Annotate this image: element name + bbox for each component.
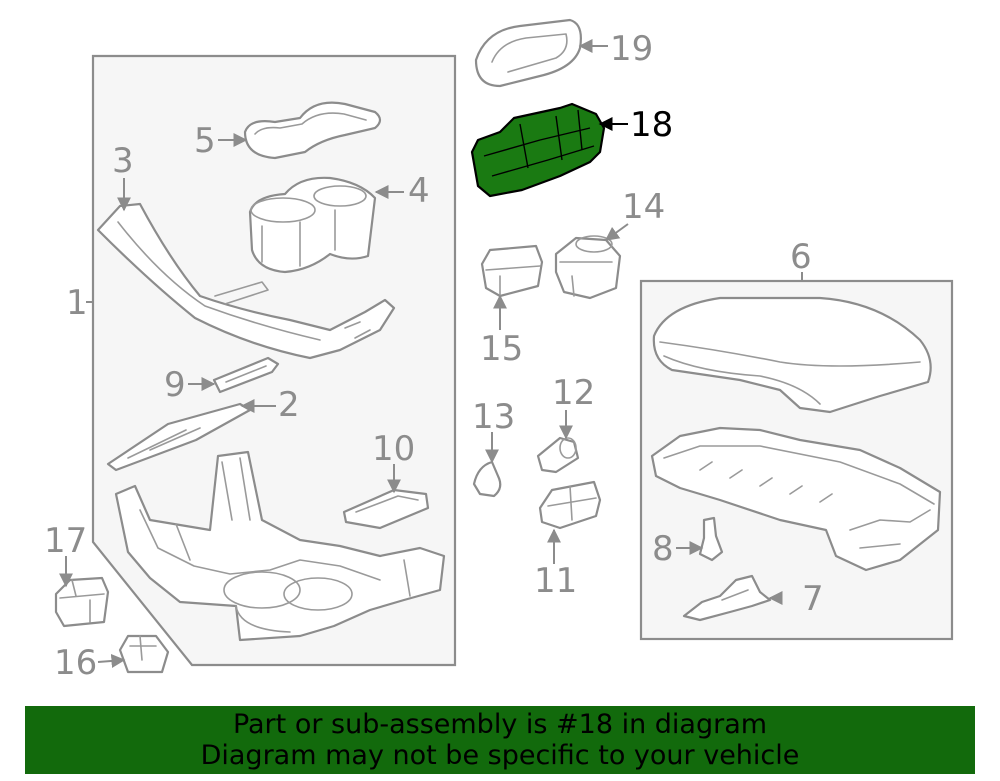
part-11[interactable] (538, 480, 602, 530)
callout-6: 6 (790, 237, 812, 277)
callout-10: 10 (372, 429, 415, 469)
callout-1: 1 (66, 283, 88, 323)
callout-8: 8 (652, 529, 674, 569)
part-6-console-box[interactable] (650, 426, 942, 572)
callout-13: 13 (472, 397, 515, 437)
callout-5: 5 (194, 121, 216, 161)
callout-9: 9 (164, 365, 186, 405)
part-16[interactable] (118, 634, 170, 674)
part-8[interactable] (698, 516, 724, 562)
part-3[interactable] (96, 202, 396, 360)
callout-19: 19 (610, 29, 653, 69)
part-13[interactable] (472, 460, 502, 498)
info-banner: Part or sub-assembly is #18 in diagram D… (25, 706, 975, 774)
callout-11: 11 (534, 561, 577, 601)
callout-18: 18 (630, 105, 673, 145)
leader-lines (59, 39, 803, 668)
callout-2: 2 (278, 385, 300, 425)
part-7[interactable] (682, 574, 772, 622)
part-12[interactable] (536, 436, 580, 474)
part-19[interactable] (474, 18, 582, 88)
callout-17: 17 (44, 521, 87, 561)
callout-3: 3 (112, 141, 134, 181)
parts-diagram: 1 2 3 4 5 6 7 8 9 10 11 12 13 14 15 16 1… (44, 18, 954, 683)
part-5[interactable] (243, 101, 382, 160)
part-14[interactable] (554, 235, 622, 300)
part-6-armrest[interactable] (652, 296, 932, 414)
callout-16: 16 (54, 643, 97, 683)
part-17[interactable] (54, 576, 110, 628)
part-15[interactable] (480, 244, 544, 298)
part-4[interactable] (248, 176, 377, 274)
callout-15: 15 (480, 329, 523, 369)
banner-line-1: Part or sub-assembly is #18 in diagram (232, 709, 768, 740)
callout-7: 7 (802, 579, 824, 619)
part-9[interactable] (212, 356, 280, 394)
callout-14: 14 (622, 187, 665, 227)
callout-4: 4 (408, 171, 430, 211)
part-1-console-base[interactable] (114, 450, 446, 642)
callout-12: 12 (552, 373, 595, 413)
banner-line-2: Diagram may not be specific to your vehi… (200, 740, 800, 771)
part-18-highlighted[interactable] (470, 102, 606, 198)
